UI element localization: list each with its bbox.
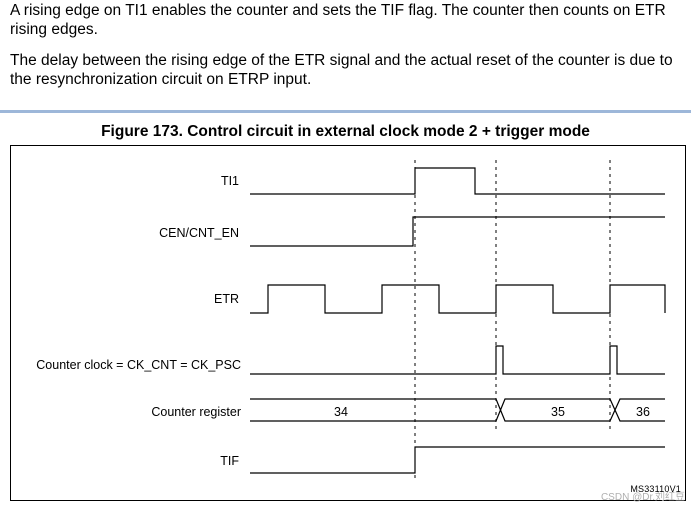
figure-reference-code: MS33110V1 [630, 484, 681, 494]
intro-paragraph-trigger: A rising edge on TI1 enables the counter… [10, 2, 666, 38]
counter-value-1: 35 [551, 405, 565, 419]
source-watermark: CSDN @Dr.刘红豆 [600, 492, 685, 503]
waveform-counter-clock [250, 345, 665, 375]
signal-label-etr: ETR [214, 292, 239, 306]
signal-label-ti1: TI1 [220, 174, 239, 188]
figure-title: Figure 173. Control circuit in external … [101, 123, 590, 140]
signal-label-cen: CEN/CNT_EN [159, 226, 239, 240]
waveform-ti1 [250, 167, 665, 195]
waveform-cen [250, 216, 665, 247]
intro-paragraph-delay: The delay between the rising edge of the… [10, 52, 673, 88]
waveform-etr [250, 284, 666, 314]
signal-label-counter-register: Counter register [151, 405, 241, 419]
signal-label-tif: TIF [220, 454, 239, 468]
waveform-counter-register-bottom [250, 398, 665, 422]
waveform-counter-register-top [250, 398, 665, 422]
signal-label-counter-clock: Counter clock = CK_CNT = CK_PSC [36, 358, 241, 372]
counter-value-0: 34 [334, 405, 348, 419]
timing-diagram-frame [10, 145, 686, 501]
section-divider [0, 110, 691, 113]
counter-value-2: 36 [636, 405, 650, 419]
waveform-tif [250, 446, 665, 474]
